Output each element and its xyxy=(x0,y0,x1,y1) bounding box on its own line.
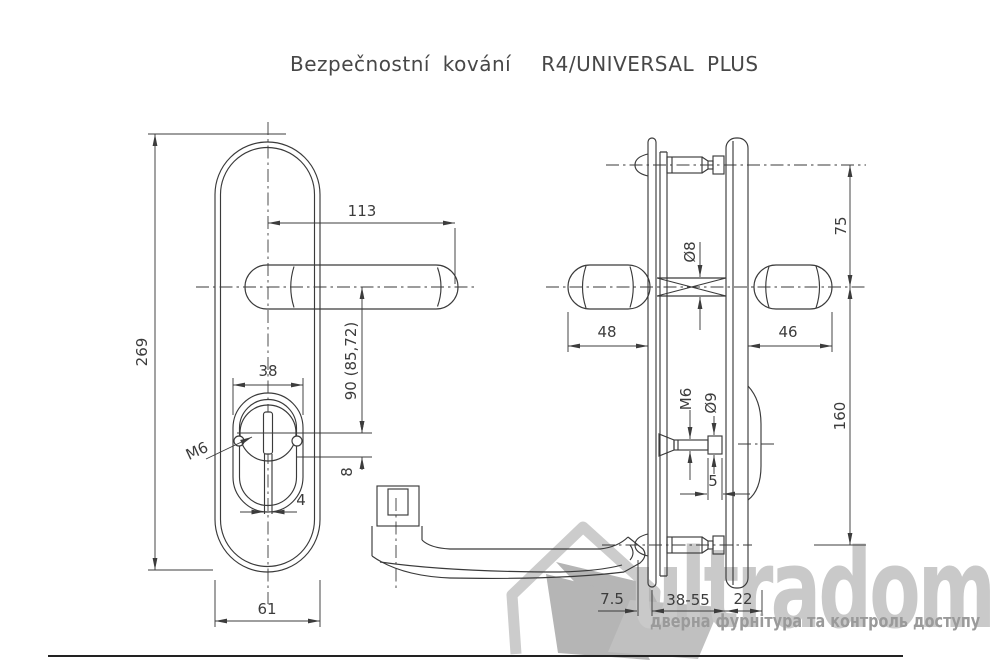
watermark-brand-text: ultradom xyxy=(630,525,990,653)
drawing-title: Bezpečnostní kování R4/UNIVERSAL PLUS xyxy=(290,52,759,76)
product-name: Bezpečnostní kování xyxy=(290,52,512,76)
handle-3d-sketch xyxy=(371,485,646,592)
front-view-dimensions xyxy=(148,133,456,627)
dim-handle-to-cylinder: 90 (85,72) xyxy=(342,321,360,401)
dim-bottom-fixing-distance: 160 xyxy=(831,401,849,431)
dim-handle-span: 113 xyxy=(347,202,377,220)
watermark-tagline: дверна фурнітура та контроль доступу xyxy=(650,611,981,632)
side-view xyxy=(546,137,866,589)
label-sleeve-diameter: Ø9 xyxy=(702,392,720,414)
dim-door-thickness-range: 38-55 xyxy=(666,591,710,609)
house-ribbon-shape xyxy=(608,600,720,659)
dim-top-fixing-distance: 75 xyxy=(832,216,850,236)
dim-cylinder-offset: 8 xyxy=(338,467,356,477)
side-view-dimensions xyxy=(567,165,866,616)
dim-plate-width: 61 xyxy=(257,600,277,618)
dim-outer-handle-length: 46 xyxy=(778,323,798,341)
dim-inner-handle-length: 48 xyxy=(597,323,617,341)
dim-plate-height: 269 xyxy=(133,337,151,367)
dim-escutcheon-width: 38 xyxy=(258,362,278,380)
model-name: R4/UNIVERSAL PLUS xyxy=(541,52,759,76)
front-view xyxy=(196,122,474,604)
dim-outer-projection: 22 xyxy=(733,590,753,608)
label-fixing-screw-m6: M6 xyxy=(677,387,695,411)
label-spindle-diameter: Ø8 xyxy=(681,241,699,263)
dim-head-projection: 7.5 xyxy=(600,590,624,608)
dim-sleeve-length: 5 xyxy=(708,472,718,490)
dim-keyway-width: 4 xyxy=(296,491,306,509)
